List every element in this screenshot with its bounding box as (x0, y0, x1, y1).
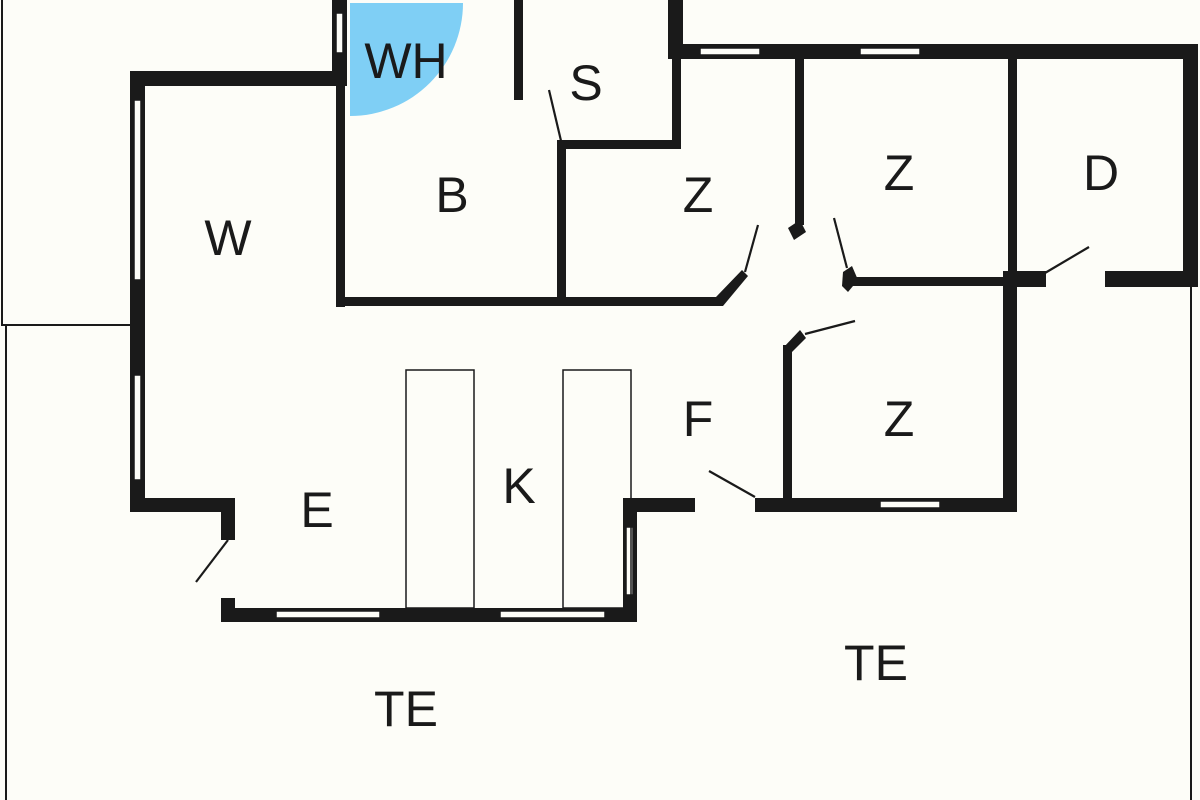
room-label-e: E (300, 482, 333, 538)
walls (130, 0, 1198, 622)
water-heater-area (350, 3, 463, 116)
room-label-z2: Z (884, 145, 915, 201)
room-label-d: D (1083, 145, 1119, 201)
room-label-b: B (435, 167, 468, 223)
room-label-z3: Z (884, 391, 915, 447)
room-label-te-left: TE (374, 681, 438, 737)
room-label-f: F (683, 391, 714, 447)
room-label-s: S (569, 55, 602, 111)
kitchen-counter-right (562, 369, 632, 609)
kitchen-counter-left (405, 369, 475, 609)
room-label-w: W (204, 210, 252, 266)
door-swings (195, 89, 1090, 583)
room-label-te-right: TE (844, 635, 908, 691)
room-label-z1: Z (683, 167, 714, 223)
room-label-k: K (502, 458, 535, 514)
windows (133, 12, 941, 619)
room-label-wh: WH (364, 33, 447, 89)
